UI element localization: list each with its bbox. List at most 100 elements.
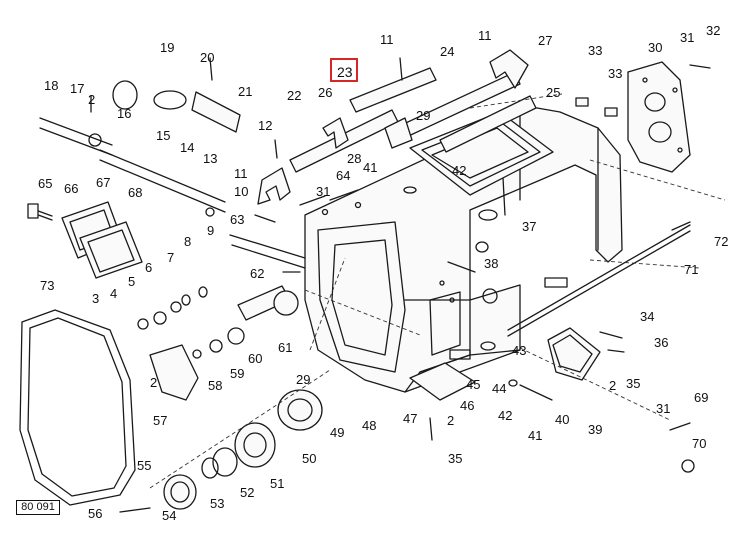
callout-69: 69 bbox=[694, 390, 708, 405]
callout-2-4: 2 bbox=[609, 378, 616, 393]
callout-59: 59 bbox=[230, 366, 244, 381]
small-gasket-68 bbox=[79, 221, 143, 279]
callout-17: 17 bbox=[70, 81, 84, 96]
callout-51: 51 bbox=[270, 476, 284, 491]
callout-31-3: 31 bbox=[656, 401, 670, 416]
callout-26: 26 bbox=[318, 85, 332, 100]
callout-34: 34 bbox=[640, 309, 654, 324]
callout-35-2: 35 bbox=[626, 376, 640, 391]
callout-41-2: 41 bbox=[528, 428, 542, 443]
callout-14: 14 bbox=[180, 140, 194, 155]
callout-48: 48 bbox=[362, 418, 376, 433]
callout-28: 28 bbox=[347, 151, 361, 166]
gearbox-housing bbox=[304, 104, 623, 393]
document-code-box: 80 091 bbox=[16, 500, 60, 515]
callout-53: 53 bbox=[210, 496, 224, 511]
callout-65: 65 bbox=[38, 176, 52, 191]
callout-60: 60 bbox=[248, 351, 262, 366]
callout-19: 19 bbox=[160, 40, 174, 55]
callout-54: 54 bbox=[162, 508, 176, 523]
callout-15: 15 bbox=[156, 128, 170, 143]
callout-20: 20 bbox=[200, 50, 214, 65]
callout-63: 63 bbox=[230, 212, 244, 227]
callout-21: 21 bbox=[238, 84, 252, 99]
callout-56: 56 bbox=[88, 506, 102, 521]
callout-2-1: 2 bbox=[88, 92, 95, 107]
callout-11-2: 11 bbox=[380, 32, 394, 47]
callout-12: 12 bbox=[258, 118, 272, 133]
callout-9: 9 bbox=[207, 223, 214, 238]
callout-43: 43 bbox=[512, 343, 526, 358]
gears-bearings bbox=[88, 80, 695, 510]
callout-72: 72 bbox=[714, 234, 728, 249]
callout-44: 44 bbox=[492, 381, 506, 396]
callout-11-3: 11 bbox=[478, 28, 492, 43]
callout-73: 73 bbox=[40, 278, 54, 293]
callout-45: 45 bbox=[466, 377, 480, 392]
callout-31-1: 31 bbox=[680, 30, 694, 45]
callout-32: 32 bbox=[706, 23, 720, 38]
callout-55: 55 bbox=[137, 458, 151, 473]
document-code: 80 091 bbox=[21, 501, 55, 513]
side-cover bbox=[547, 327, 601, 381]
callout-49: 49 bbox=[330, 425, 344, 440]
callout-38: 38 bbox=[484, 256, 498, 271]
callout-71: 71 bbox=[684, 262, 698, 277]
callout-22: 22 bbox=[287, 88, 301, 103]
callout-16: 16 bbox=[117, 106, 131, 121]
callout-8: 8 bbox=[184, 234, 191, 249]
callout-37: 37 bbox=[522, 219, 536, 234]
callout-66: 66 bbox=[64, 181, 78, 196]
callout-27: 27 bbox=[538, 33, 552, 48]
callout-30: 30 bbox=[648, 40, 662, 55]
lower-cover bbox=[409, 362, 476, 401]
callout-40: 40 bbox=[555, 412, 569, 427]
callout-7: 7 bbox=[167, 250, 174, 265]
callout-6: 6 bbox=[145, 260, 152, 275]
highlight-box bbox=[330, 58, 358, 82]
callout-23: 23 bbox=[337, 64, 353, 80]
callout-4: 4 bbox=[110, 286, 117, 301]
rear-cover-plate bbox=[627, 61, 691, 173]
callout-13: 13 bbox=[203, 151, 217, 166]
callout-42-1: 42 bbox=[452, 163, 466, 178]
callout-58: 58 bbox=[208, 378, 222, 393]
callout-47: 47 bbox=[403, 411, 417, 426]
callout-24: 24 bbox=[440, 44, 454, 59]
callout-33-1: 33 bbox=[588, 43, 602, 58]
callout-3: 3 bbox=[92, 291, 99, 306]
callout-25: 25 bbox=[546, 85, 560, 100]
callout-18: 18 bbox=[44, 78, 58, 93]
callout-29-2: 29 bbox=[296, 372, 310, 387]
callout-36: 36 bbox=[654, 335, 668, 350]
housing-gasket bbox=[19, 309, 136, 506]
callout-2-3: 2 bbox=[447, 413, 454, 428]
callout-33-2: 33 bbox=[608, 66, 622, 81]
callout-57: 57 bbox=[153, 413, 167, 428]
callout-10: 10 bbox=[234, 184, 248, 199]
callout-39: 39 bbox=[588, 422, 602, 437]
callout-5: 5 bbox=[128, 274, 135, 289]
callout-62: 62 bbox=[250, 266, 264, 281]
callout-61: 61 bbox=[278, 340, 292, 355]
bolts bbox=[27, 57, 711, 513]
callout-70: 70 bbox=[692, 436, 706, 451]
callout-31-2: 31 bbox=[316, 184, 330, 199]
callout-41-1: 41 bbox=[363, 160, 377, 175]
callout-52: 52 bbox=[240, 485, 254, 500]
callout-35-1: 35 bbox=[448, 451, 462, 466]
callout-29-1: 29 bbox=[416, 108, 430, 123]
callout-67: 67 bbox=[96, 175, 110, 190]
callout-64: 64 bbox=[336, 168, 350, 183]
callout-68: 68 bbox=[128, 185, 142, 200]
callout-46: 46 bbox=[460, 398, 474, 413]
callout-2-2: 2 bbox=[150, 375, 157, 390]
shift-forks bbox=[149, 49, 529, 401]
callout-42-2: 42 bbox=[498, 408, 512, 423]
callout-11-1: 11 bbox=[234, 166, 248, 181]
dashed-assembly-lines bbox=[149, 93, 726, 489]
callout-50: 50 bbox=[302, 451, 316, 466]
